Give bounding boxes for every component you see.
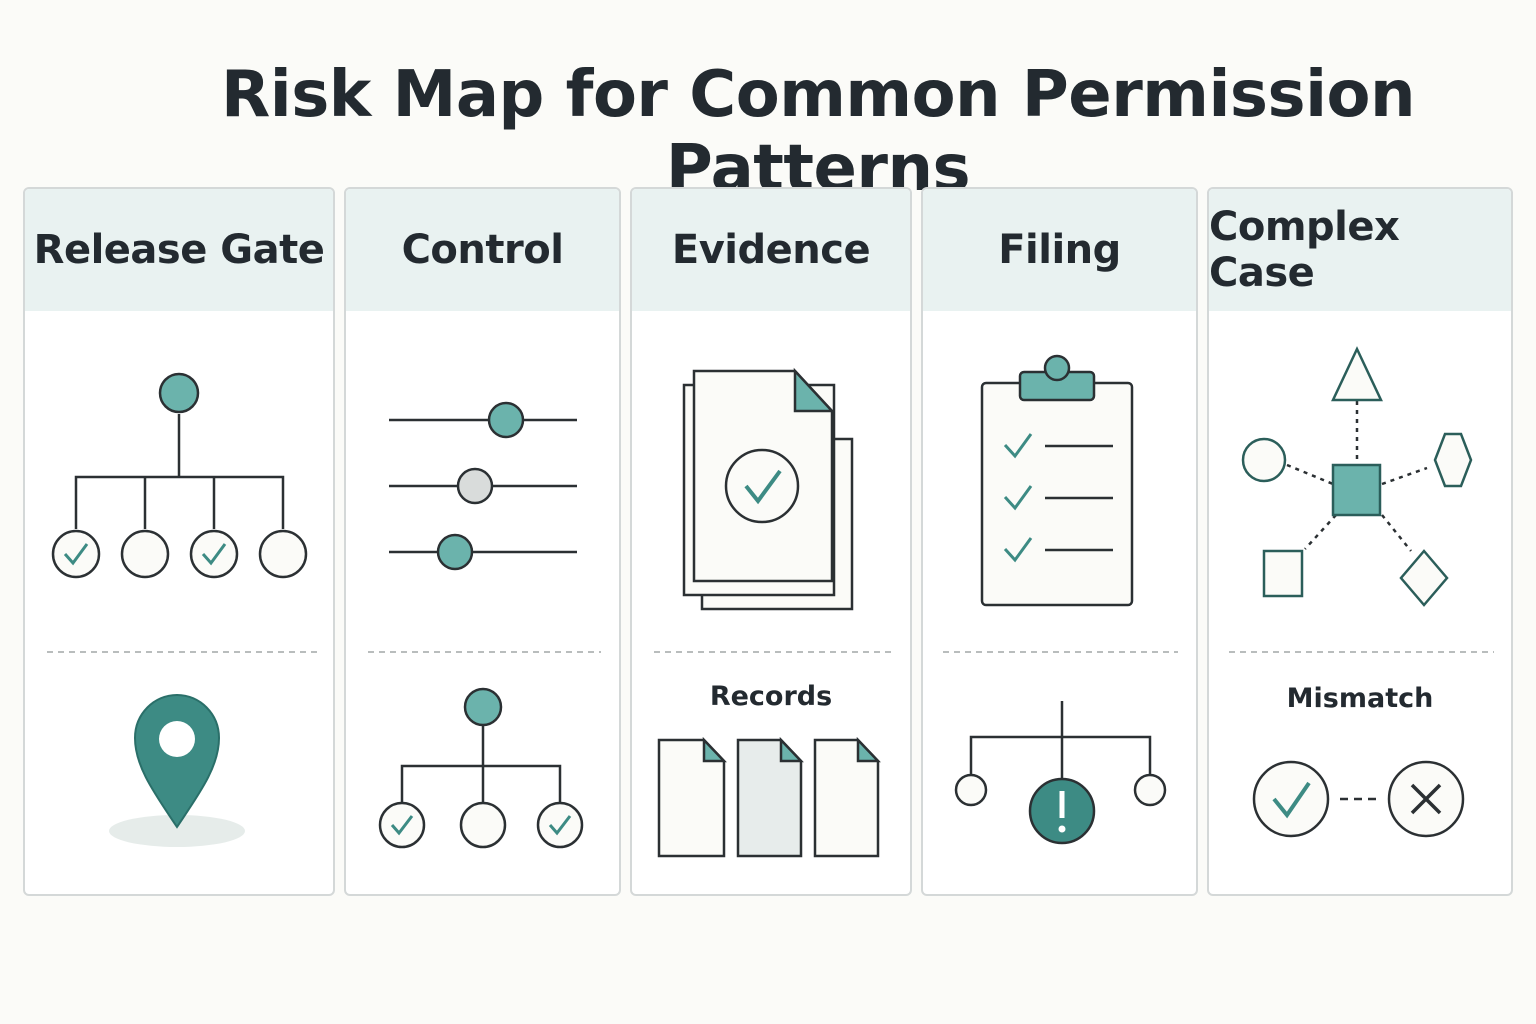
- panel-evidence: Evidence Records: [630, 187, 912, 896]
- hierarchy-approval-icon: [378, 687, 584, 849]
- panel-title: Filing: [923, 189, 1196, 311]
- panel-control: Control: [344, 187, 621, 896]
- location-pin-icon: [109, 693, 245, 847]
- hierarchy-approval-icon: [51, 372, 308, 579]
- mismatch-label: Mismatch: [1286, 683, 1434, 714]
- alert-hierarchy-icon: [954, 701, 1167, 845]
- panel-title: Evidence: [632, 189, 910, 311]
- panel-filing: Filing: [921, 187, 1198, 896]
- panel-title: Complex Case: [1209, 189, 1511, 311]
- documents-icon: [657, 736, 881, 858]
- sliders-icon: [389, 401, 577, 571]
- panel-title: Release Gate: [25, 189, 333, 311]
- shape-network-icon: [1241, 346, 1473, 607]
- verified-document-icon: [682, 367, 854, 611]
- page-title: Risk Map for Common Permission Patterns: [220, 58, 1416, 206]
- records-label: Records: [709, 681, 833, 712]
- check-cross-icon: [1252, 760, 1465, 838]
- panel-complex-case: Complex Case: [1207, 187, 1513, 896]
- clipboard-checklist-icon: [980, 354, 1134, 607]
- panel-release-gate: Release Gate: [23, 187, 335, 896]
- panel-title: Control: [346, 189, 619, 311]
